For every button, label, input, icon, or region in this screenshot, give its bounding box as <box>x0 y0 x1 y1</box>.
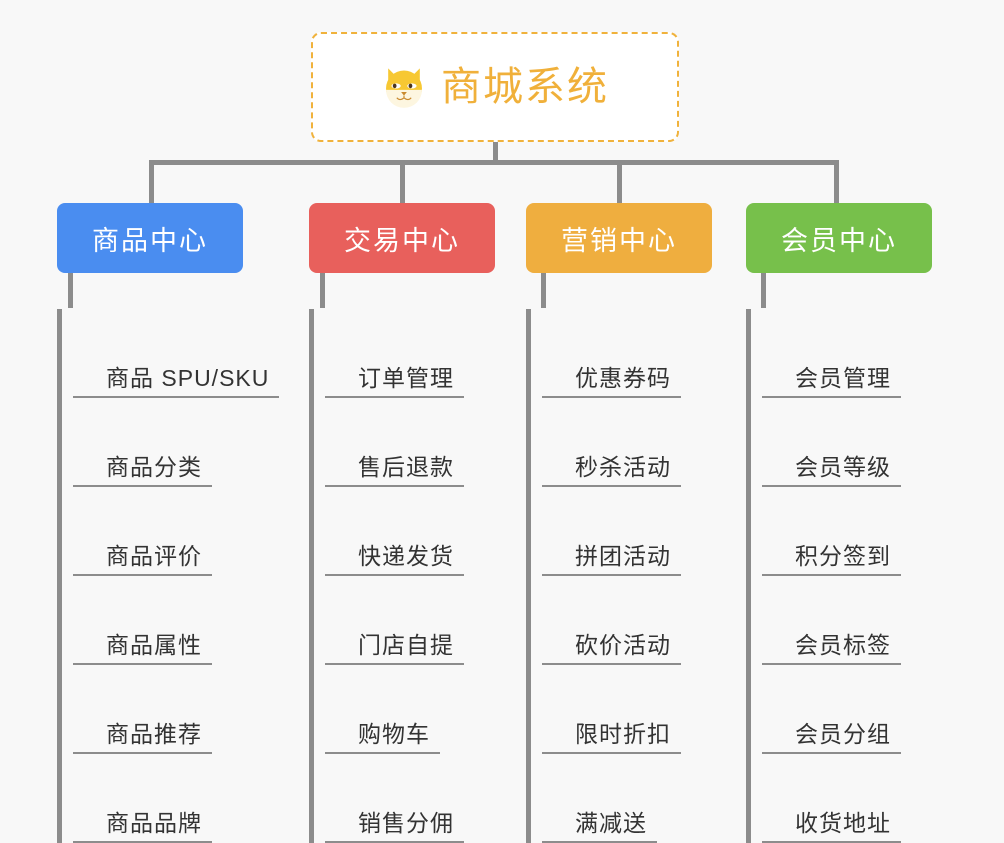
shiba-dog-face-icon <box>386 68 422 108</box>
list-item[interactable]: 会员分组 <box>762 665 946 754</box>
item-label: 会员等级 <box>762 454 901 487</box>
category-header-label: 营销中心 <box>561 225 677 256</box>
connector-drop-2 <box>400 160 405 205</box>
category-header-marketing[interactable]: 营销中心 <box>526 203 712 273</box>
item-label: 商品分类 <box>73 454 212 487</box>
category-header-product[interactable]: 商品中心 <box>57 203 243 273</box>
category-header-label: 商品中心 <box>92 225 208 256</box>
list-item[interactable]: 拼团活动 <box>542 487 726 576</box>
root-node-shop-system[interactable]: 商城系统 <box>311 32 679 142</box>
item-list-product: 商品 SPU/SKU 商品分类 商品评价 商品属性 商品推荐 商品品牌 <box>57 309 287 843</box>
connector-stem-column-4 <box>761 272 766 308</box>
item-label: 积分签到 <box>762 543 901 576</box>
item-label: 优惠券码 <box>542 365 681 398</box>
list-item[interactable]: 会员等级 <box>762 398 946 487</box>
list-item[interactable]: 商品属性 <box>73 576 287 665</box>
connector-drop-3 <box>617 160 622 205</box>
list-item[interactable]: 商品品牌 <box>73 754 287 843</box>
item-list-member: 会员管理 会员等级 积分签到 会员标签 会员分组 收货地址 <box>746 309 946 843</box>
list-item[interactable]: 门店自提 <box>325 576 509 665</box>
item-label: 商品评价 <box>73 543 212 576</box>
connector-drop-4 <box>834 160 839 205</box>
category-column-trade: 交易中心 订单管理 售后退款 快递发货 门店自提 购物车 销售分佣 <box>309 203 509 843</box>
list-item[interactable]: 商品推荐 <box>73 665 287 754</box>
connector-drop-1 <box>149 160 154 205</box>
category-column-member: 会员中心 会员管理 会员等级 积分签到 会员标签 会员分组 收货地址 <box>746 203 946 843</box>
list-item[interactable]: 销售分佣 <box>325 754 509 843</box>
item-label: 商品品牌 <box>73 810 212 843</box>
item-list-trade: 订单管理 售后退款 快递发货 门店自提 购物车 销售分佣 <box>309 309 509 843</box>
list-item[interactable]: 商品评价 <box>73 487 287 576</box>
category-header-label: 会员中心 <box>781 225 897 256</box>
item-label: 售后退款 <box>325 454 464 487</box>
connector-root-stem <box>493 142 498 164</box>
item-label: 商品 SPU/SKU <box>73 365 280 398</box>
item-label: 砍价活动 <box>542 632 681 665</box>
category-header-member[interactable]: 会员中心 <box>746 203 932 273</box>
list-item[interactable]: 购物车 <box>325 665 509 754</box>
category-column-product: 商品中心 商品 SPU/SKU 商品分类 商品评价 商品属性 商品推荐 商品品牌 <box>57 203 287 843</box>
item-label: 会员分组 <box>762 721 901 754</box>
item-label: 商品推荐 <box>73 721 212 754</box>
item-label: 销售分佣 <box>325 810 464 843</box>
item-label: 满减送 <box>542 810 657 843</box>
item-label: 拼团活动 <box>542 543 681 576</box>
list-item[interactable]: 收货地址 <box>762 754 946 843</box>
item-label: 订单管理 <box>325 365 464 398</box>
item-label: 购物车 <box>325 721 440 754</box>
list-item[interactable]: 满减送 <box>542 754 726 843</box>
item-label: 商品属性 <box>73 632 212 665</box>
category-header-trade[interactable]: 交易中心 <box>309 203 495 273</box>
connector-stem-column-1 <box>68 272 73 308</box>
item-list-marketing: 优惠券码 秒杀活动 拼团活动 砍价活动 限时折扣 满减送 <box>526 309 726 843</box>
connector-stem-column-3 <box>541 272 546 308</box>
root-node-label: 商城系统 <box>441 65 609 109</box>
item-label: 限时折扣 <box>542 721 681 754</box>
list-item[interactable]: 秒杀活动 <box>542 398 726 487</box>
item-label: 会员标签 <box>762 632 901 665</box>
category-column-marketing: 营销中心 优惠券码 秒杀活动 拼团活动 砍价活动 限时折扣 满减送 <box>526 203 726 843</box>
list-item[interactable]: 售后退款 <box>325 398 509 487</box>
list-item[interactable]: 订单管理 <box>325 309 509 398</box>
list-item[interactable]: 积分签到 <box>762 487 946 576</box>
connector-stem-column-2 <box>320 272 325 308</box>
item-label: 秒杀活动 <box>542 454 681 487</box>
connector-horizontal-bus <box>149 160 839 165</box>
list-item[interactable]: 砍价活动 <box>542 576 726 665</box>
list-item[interactable]: 商品 SPU/SKU <box>73 309 287 398</box>
item-label: 会员管理 <box>762 365 901 398</box>
item-label: 门店自提 <box>325 632 464 665</box>
category-header-label: 交易中心 <box>344 225 460 256</box>
list-item[interactable]: 快递发货 <box>325 487 509 576</box>
list-item[interactable]: 优惠券码 <box>542 309 726 398</box>
list-item[interactable]: 会员管理 <box>762 309 946 398</box>
list-item[interactable]: 限时折扣 <box>542 665 726 754</box>
item-label: 收货地址 <box>762 810 901 843</box>
list-item[interactable]: 会员标签 <box>762 576 946 665</box>
list-item[interactable]: 商品分类 <box>73 398 287 487</box>
item-label: 快递发货 <box>325 543 464 576</box>
